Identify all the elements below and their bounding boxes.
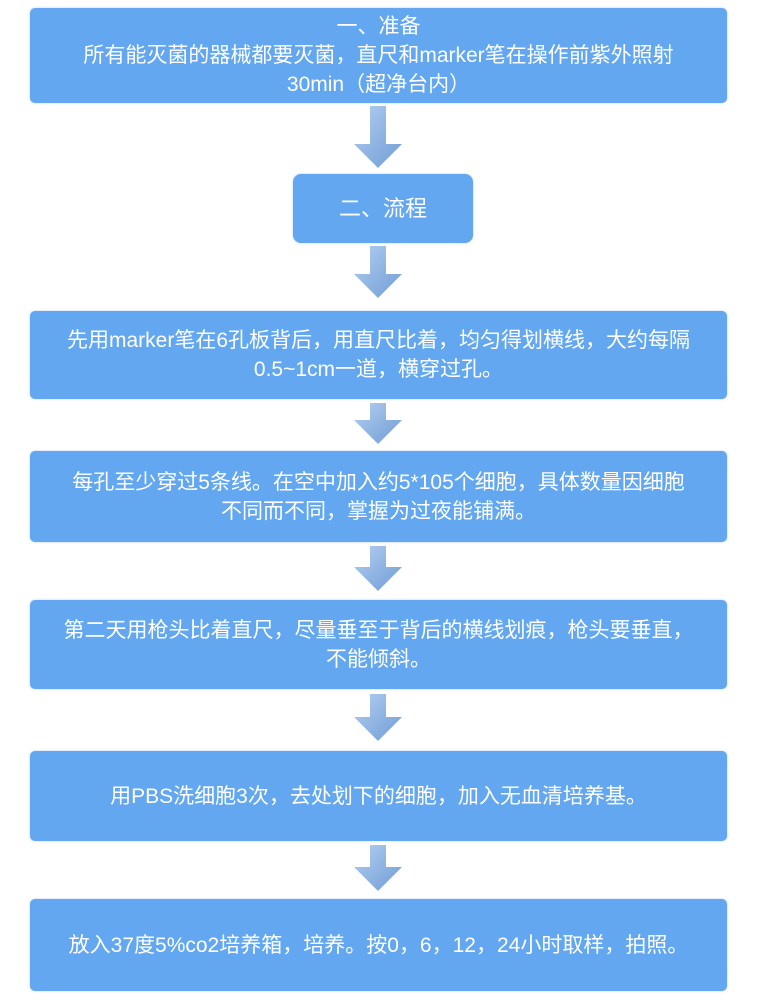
down-arrow-icon — [354, 403, 402, 444]
box-text-line: 每孔至少穿过5条线。在空中加入约5*105个细胞，具体数量因细胞 — [72, 470, 685, 494]
box-text-line: 一、准备 — [336, 15, 421, 38]
box-text-line: 不同而不同，掌握为过夜能铺满。 — [221, 499, 536, 523]
down-arrow-icon — [354, 546, 402, 591]
down-arrow-icon — [354, 106, 402, 168]
flow-box-wash-pbs: 用PBS洗细胞3次，去处划下的细胞，加入无血清培养基。 — [30, 751, 727, 841]
box-text-line: 0.5~1cm一道，横穿过孔。 — [253, 358, 504, 381]
flow-box-seed-cells: 每孔至少穿过5条线。在空中加入约5*105个细胞，具体数量因细胞 不同而不同，掌… — [30, 451, 727, 542]
flow-box-preparation: 一、准备 所有能灭菌的器械都要灭菌，直尺和marker笔在操作前紫外照射 30m… — [30, 8, 727, 103]
down-arrow-icon — [354, 694, 402, 741]
box-text-line: 不能倾斜。 — [326, 647, 431, 671]
flow-box-process-header: 二、流程 — [293, 174, 473, 243]
flow-box-incubate-photograph: 放入37度5%co2培养箱，培养。按0，6，12，24小时取样，拍照。 — [30, 899, 727, 991]
flow-box-scratch-wound: 第二天用枪头比着直尺，尽量垂至于背后的横线划痕，枪头要垂直， 不能倾斜。 — [30, 600, 727, 689]
box-text-line: 先用marker笔在6孔板背后，用直尺比着，均匀得划横线，大约每隔 — [66, 329, 690, 352]
down-arrow-icon — [354, 246, 402, 298]
box-text-line: 30min（超净台内） — [286, 73, 471, 96]
down-arrow-icon — [354, 845, 402, 891]
flow-box-draw-grid-lines: 先用marker笔在6孔板背后，用直尺比着，均匀得划横线，大约每隔 0.5~1c… — [30, 311, 727, 399]
box-text-line: 第二天用枪头比着直尺，尽量垂至于背后的横线划痕，枪头要垂直， — [63, 618, 694, 642]
box-text-line: 放入37度5%co2培养箱，培养。按0，6，12，24小时取样，拍照。 — [68, 933, 689, 957]
box-text-line: 所有能灭菌的器械都要灭菌，直尺和marker笔在操作前紫外照射 — [83, 44, 674, 67]
box-text-line: 二、流程 — [338, 196, 427, 221]
box-text-line: 用PBS洗细胞3次，去处划下的细胞，加入无血清培养基。 — [110, 784, 647, 808]
